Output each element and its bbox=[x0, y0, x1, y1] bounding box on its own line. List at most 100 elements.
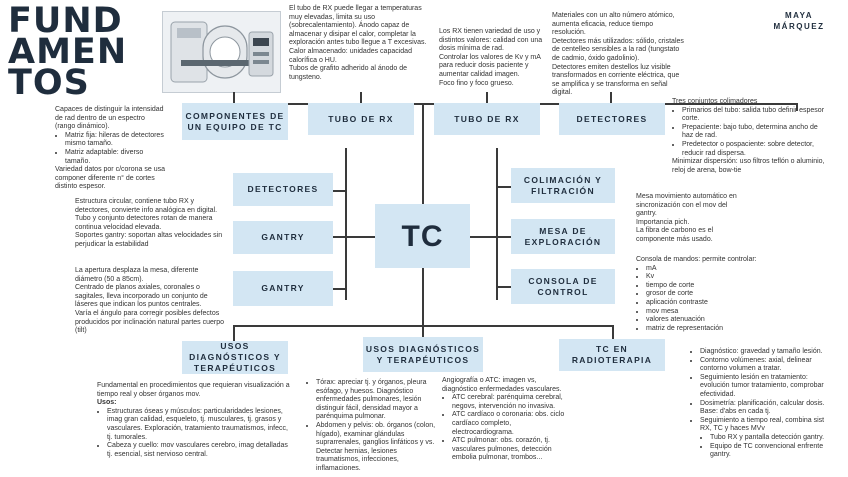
author-line: MAYA bbox=[784, 11, 814, 20]
list-item: Matriz adaptable: diverso tamaño. bbox=[65, 149, 167, 166]
connector bbox=[233, 92, 235, 104]
list-item: Abdomen y pelvis: ob. órganos (colon, hí… bbox=[316, 422, 436, 474]
list-item: mov mesa bbox=[646, 308, 786, 317]
connector bbox=[497, 286, 511, 288]
note-list: Tórax: apreciar tj. y órganos, pleura es… bbox=[306, 379, 436, 474]
connector bbox=[346, 236, 376, 238]
list-item: Predetector o pospaciente: sobre detecto… bbox=[682, 141, 830, 158]
note-paragraph: Detectores más utilizados: sólido, crist… bbox=[552, 37, 684, 62]
ct-scanner-illustration bbox=[163, 12, 280, 92]
note-gantry-2: La apertura desplaza la mesa, diferente … bbox=[75, 267, 225, 336]
note-paragraph: Varía el ángulo para corregir posibles d… bbox=[75, 309, 225, 335]
list-item: Cabeza y cuello: mov vasculares cerebro,… bbox=[107, 442, 293, 459]
note-usos-2a: Tórax: apreciar tj. y órganos, pleura es… bbox=[306, 379, 436, 474]
note-paragraph: Variedad datos por c/corona se usa compo… bbox=[55, 166, 165, 191]
title-line: FUND bbox=[8, 1, 123, 41]
note-consola: Consola de mandos: permite controlar: mA… bbox=[636, 256, 786, 333]
note-list: Matriz fija: hileras de detectores mismo… bbox=[55, 132, 167, 166]
note-paragraph: Tres conjuntos colimadores bbox=[672, 98, 758, 105]
node-tubo-rx-1: TUBO DE RX bbox=[308, 103, 414, 135]
note-detectores: Capaces de distinguir la intensidad de r… bbox=[55, 106, 167, 192]
note-list: mA Kv tiempo de corte grosor de corte ap… bbox=[636, 265, 786, 334]
list-item: valores atenuación bbox=[646, 316, 786, 325]
note-paragraph: Capaces de distinguir la intensidad de r… bbox=[55, 106, 164, 131]
list-item: grosor de corte bbox=[646, 290, 786, 299]
connector bbox=[496, 148, 498, 300]
node-label: GANTRY bbox=[261, 283, 305, 293]
node-detectores: DETECTORES bbox=[233, 173, 333, 206]
list-item: Seguimiento lesión en tratamiento: evolu… bbox=[700, 374, 836, 400]
list-item: tiempo de corte bbox=[646, 282, 786, 291]
node-gantry-1: GANTRY bbox=[233, 221, 333, 254]
node-mesa: MESA DE EXPLORACIÓN bbox=[511, 219, 615, 254]
connector bbox=[469, 236, 497, 238]
list-item: Kv bbox=[646, 273, 786, 282]
note-tubo-rx-1: El tubo de RX puede llegar a temperatura… bbox=[289, 5, 433, 82]
note-paragraph: Materiales con un alto número atómico, a… bbox=[552, 12, 675, 37]
list-item: aplicación contraste bbox=[646, 299, 786, 308]
node-label: COLIMACIÓN Y FILTRACIÓN bbox=[523, 174, 603, 196]
node-label: USOS DIAGNÓSTICOS Y TERAPÉUTICOS bbox=[189, 341, 281, 373]
list-item: ATC pulmonar: obs. corazón, tj. vascular… bbox=[452, 437, 568, 463]
center-label: TC bbox=[401, 219, 444, 253]
note-paragraph: Minimizar dispersión: uso filtros teflón… bbox=[672, 158, 825, 174]
node-label: COMPONENTES DE UN EQUIPO DE TC bbox=[185, 110, 285, 132]
node-detectores-top: DETECTORES bbox=[559, 103, 665, 135]
connector bbox=[345, 148, 347, 300]
list-item: Dosimetría: planificación, calcular dosi… bbox=[700, 400, 836, 417]
connector bbox=[360, 92, 362, 104]
author-line: MÁRQUEZ bbox=[773, 22, 825, 31]
node-componentes: COMPONENTES DE UN EQUIPO DE TC bbox=[182, 103, 288, 140]
list-item: Contorno volúmenes: axial, delinear cont… bbox=[700, 357, 836, 374]
node-usos-2: USOS DIAGNÓSTICOS Y TERAPÉUTICOS bbox=[363, 337, 483, 372]
list-item: mA bbox=[646, 265, 786, 274]
note-list: Primarios del tubo: salida tubo definir … bbox=[672, 107, 830, 159]
note-list: ATC cerebral: parénquima cerebral, negov… bbox=[442, 394, 568, 463]
note-usos-2b: Angiografía o ATC: imagen vs, diagnóstic… bbox=[442, 377, 568, 463]
note-paragraph: Soportes gantry: soportan altas velocida… bbox=[75, 232, 223, 248]
list-item: Seguimiento a tiempo real, combina sist … bbox=[700, 417, 836, 434]
note-paragraph: Estructura circular, contiene tubo RX y … bbox=[75, 198, 218, 214]
author: MAYA MÁRQUEZ bbox=[760, 10, 838, 32]
note-tubo-rx-2: Los RX tienen variedad de uso y distinto… bbox=[439, 28, 552, 88]
note-list: Estructuras óseas y músculos: particular… bbox=[97, 408, 293, 460]
connector bbox=[233, 325, 235, 342]
note-paragraph: Los RX tienen variedad de uso y distinto… bbox=[439, 28, 543, 53]
title-line: AMEN bbox=[8, 32, 128, 72]
note-detectores-top: Materiales con un alto número atómico, a… bbox=[552, 12, 684, 98]
node-label: CONSOLA DE CONTROL bbox=[528, 275, 598, 297]
note-list: Diagnóstico: gravedad y tamaño lesión. C… bbox=[690, 348, 836, 434]
node-label: USOS DIAGNÓSTICOS Y TERAPÉUTICOS bbox=[365, 343, 481, 365]
list-item: Equipo de TC convencional enfrente gantr… bbox=[710, 443, 836, 460]
connector bbox=[497, 186, 511, 188]
note-paragraph: Consola de mandos: permite controlar: bbox=[636, 256, 757, 263]
list-item: ATC cardíaco o coronaria: obs. ciclo car… bbox=[452, 411, 568, 437]
note-paragraph: Calor almacenado: unidades capacidad cal… bbox=[289, 47, 412, 64]
note-paragraph: Angiografía o ATC: imagen vs, diagnóstic… bbox=[442, 377, 562, 393]
list-item: Prepaciente: bajo tubo, determina ancho … bbox=[682, 124, 830, 141]
note-mesa: Mesa movimiento automático en sincroniza… bbox=[636, 193, 740, 245]
list-item: Matriz fija: hileras de detectores mismo… bbox=[65, 132, 167, 149]
note-paragraph: La fibra de carbono es el componente más… bbox=[636, 227, 714, 243]
connector bbox=[497, 236, 511, 238]
node-radioterapia: TC EN RADIOTERAPIA bbox=[559, 339, 665, 371]
node-label: GANTRY bbox=[261, 232, 305, 242]
note-label: Usos: bbox=[97, 399, 117, 407]
note-paragraph: El tubo de RX puede llegar a temperatura… bbox=[289, 5, 427, 47]
note-paragraph: Foco fino y foco grueso. bbox=[439, 79, 514, 87]
connector bbox=[486, 92, 488, 104]
node-gantry-2: GANTRY bbox=[233, 271, 333, 306]
main-title: FUND AMEN TOS bbox=[8, 1, 128, 103]
note-paragraph: Centrado de planos axiales, coronales o … bbox=[75, 284, 208, 309]
note-usos-1: Fundamental en procedimientos que requie… bbox=[97, 382, 293, 459]
ct-scanner-image bbox=[162, 11, 281, 93]
list-item: Tórax: apreciar tj. y órganos, pleura es… bbox=[316, 379, 436, 422]
note-radioterapia: Diagnóstico: gravedad y tamaño lesión. C… bbox=[690, 348, 836, 460]
note-paragraph: Detectores emiten destellos luz visible … bbox=[552, 63, 680, 97]
note-paragraph: Tubos de grafito adherido al ánodo de tu… bbox=[289, 65, 408, 81]
title-line: TOS bbox=[8, 63, 90, 103]
note-sublist: Tubo RX y pantalla detección gantry. Equ… bbox=[690, 434, 836, 460]
list-item: Tubo RX y pantalla detección gantry. bbox=[710, 434, 836, 443]
connector bbox=[612, 325, 614, 339]
node-usos-1: USOS DIAGNÓSTICOS Y TERAPÉUTICOS bbox=[182, 341, 288, 374]
